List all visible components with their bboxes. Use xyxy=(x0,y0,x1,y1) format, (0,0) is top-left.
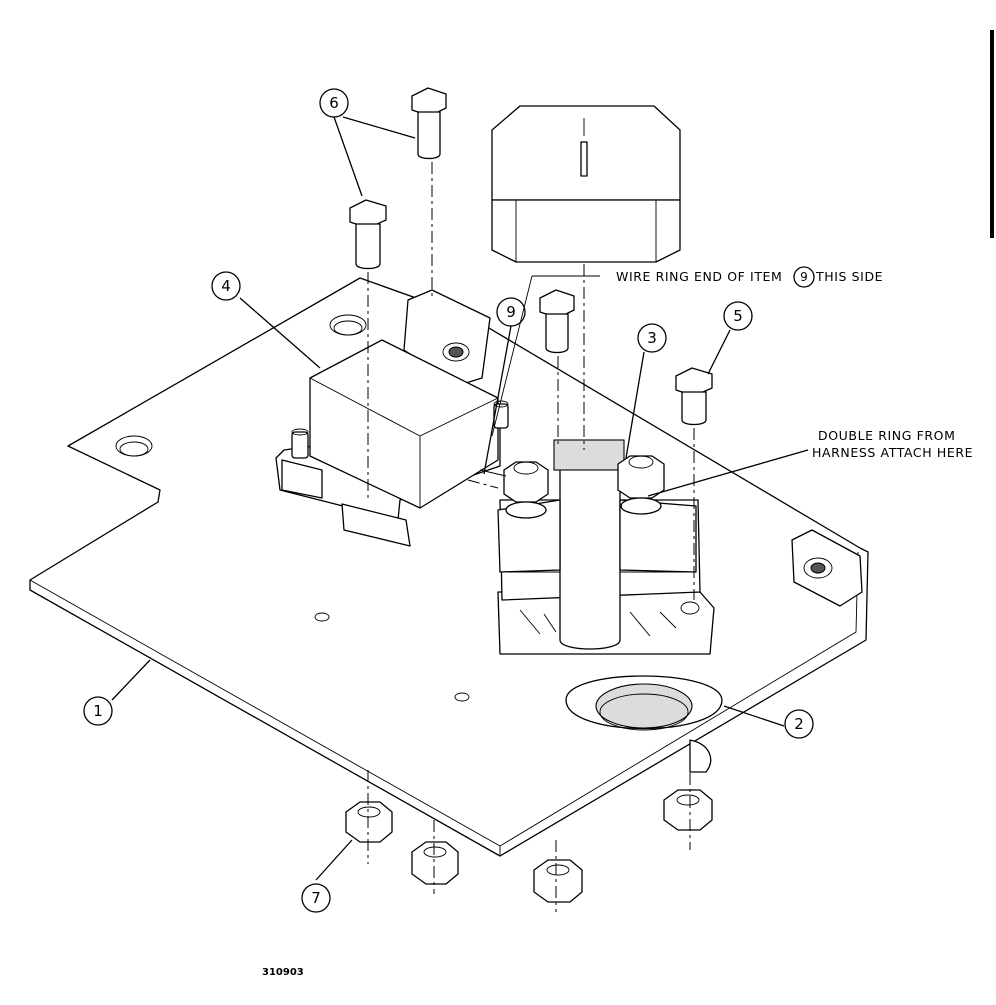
svg-text:3: 3 xyxy=(647,329,657,347)
note-item-number: 9 xyxy=(800,270,808,284)
bolt-upper-left xyxy=(411,87,447,160)
note-wire-ring-before: WIRE RING END OF ITEM xyxy=(616,269,782,284)
nut-3 xyxy=(533,859,583,903)
callout-3: 3 xyxy=(637,323,667,353)
svg-text:2: 2 xyxy=(794,715,804,733)
note-double-ring-line1: DOUBLE RING FROM xyxy=(818,428,956,443)
bolt-center xyxy=(539,289,575,354)
right-flange xyxy=(791,529,863,607)
bolt-left xyxy=(349,199,387,270)
relay xyxy=(275,339,509,547)
leader-lines xyxy=(111,116,809,881)
solenoid xyxy=(497,439,715,655)
callout-4: 4 xyxy=(211,271,241,301)
svg-text:9: 9 xyxy=(506,303,516,321)
drawing-number: 310903 xyxy=(262,967,304,978)
svg-text:5: 5 xyxy=(733,307,743,325)
note-wire-ring: WIRE RING END OF ITEM 9 THIS SIDE xyxy=(616,266,883,288)
callout-7: 7 xyxy=(301,883,331,913)
page-edge-marker xyxy=(990,30,994,238)
callout-5: 5 xyxy=(723,301,753,331)
bolt-right xyxy=(675,367,713,426)
note-wire-ring-after: THIS SIDE xyxy=(815,269,883,284)
note-double-ring: DOUBLE RING FROM HARNESS ATTACH HERE xyxy=(812,428,973,460)
cover-cap xyxy=(491,105,681,263)
svg-text:4: 4 xyxy=(221,277,231,295)
svg-text:7: 7 xyxy=(311,889,321,907)
callout-2: 2 xyxy=(784,709,814,739)
nut-4 xyxy=(663,789,713,831)
svg-text:6: 6 xyxy=(329,94,339,112)
grommet xyxy=(565,675,723,773)
note-double-ring-line2: HARNESS ATTACH HERE xyxy=(812,445,973,460)
callout-6: 6 xyxy=(319,88,349,118)
svg-text:1: 1 xyxy=(93,702,103,720)
center-lines xyxy=(367,162,695,912)
wire-item-9 xyxy=(467,275,600,489)
nut-2 xyxy=(411,841,459,885)
callout-1: 1 xyxy=(83,696,113,726)
callout-9: 9 xyxy=(496,297,526,327)
nut-1 xyxy=(345,801,393,843)
